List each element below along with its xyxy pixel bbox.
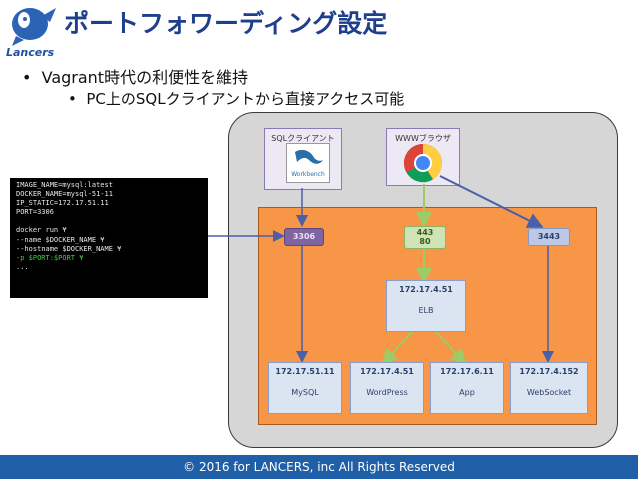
line-elb-to-wordpress: [381, 329, 415, 365]
service-ip: 172.17.4.152: [519, 367, 579, 376]
terminal-line-highlight: -p $PORT:$PORT ¥: [16, 253, 84, 262]
www-browser-label: WWWブラウザ: [395, 134, 451, 143]
service-ip: 172.17.6.11: [440, 367, 494, 376]
sql-client-box: SQLクライアント Workbench: [264, 128, 342, 190]
service-name: MySQL: [291, 388, 319, 397]
service-name: WebSocket: [526, 388, 572, 397]
bullet-level1: • Vagrant時代の利便性を維持: [22, 68, 249, 87]
terminal-line: IMAGE_NAME=mysql:latest: [16, 181, 113, 189]
bullet-level1-text: Vagrant時代の利便性を維持: [41, 68, 249, 87]
service-websocket: 172.17.4.152 WebSocket: [510, 362, 588, 414]
terminal-line: IP_STATIC=172.17.51.11: [16, 199, 109, 208]
line-elb-to-app: [433, 329, 467, 365]
www-browser-box: WWWブラウザ: [386, 128, 460, 186]
mysql-workbench-icon: Workbench: [286, 143, 330, 183]
port-3443: 3443: [528, 228, 570, 246]
terminal-line: DOCKER_NAME=mysql-51-11: [16, 190, 113, 199]
bullet-level2: • PC上のSQLクライアントから直接アクセス可能: [68, 90, 405, 108]
service-app: 172.17.6.11 App: [430, 362, 504, 414]
workbench-text: Workbench: [291, 171, 325, 178]
terminal-ellipsis: ...: [16, 262, 29, 271]
terminal-line: --hostname $DOCKER_NAME ¥: [16, 244, 122, 253]
elb-box: 172.17.4.51 ELB: [386, 280, 466, 332]
lancers-logo: [4, 2, 60, 62]
port-80-label: 80: [419, 237, 431, 246]
terminal-line: docker run ¥: [16, 226, 67, 235]
line-browser-to-3443: [439, 175, 544, 228]
service-mysql: 172.17.51.11 MySQL: [268, 362, 342, 414]
terminal-line: --name $DOCKER_NAME ¥: [16, 235, 105, 244]
terminal-line: PORT=3306: [16, 208, 54, 217]
service-ip: 172.17.51.11: [275, 367, 335, 376]
service-ip: 172.17.4.51: [360, 367, 414, 376]
port-443-80: 443 80: [404, 226, 446, 249]
logo-text: Lancers: [6, 46, 55, 59]
port-443-label: 443: [416, 228, 434, 237]
elb-ip: 172.17.4.51: [399, 285, 453, 294]
sql-client-label: SQLクライアント: [271, 134, 335, 143]
footer-copyright: © 2016 for LANCERS, inc All Rights Reser…: [0, 455, 638, 479]
terminal-line: [16, 217, 202, 226]
elb-name: ELB: [418, 306, 434, 315]
service-name: WordPress: [366, 388, 408, 397]
port-3306: 3306: [284, 228, 324, 246]
bullet-level2-text: PC上のSQLクライアントから直接アクセス可能: [86, 90, 405, 108]
service-wordpress: 172.17.4.51 WordPress: [350, 362, 424, 414]
service-name: App: [459, 388, 475, 397]
terminal-snippet: IMAGE_NAME=mysql:latest DOCKER_NAME=mysq…: [10, 178, 208, 298]
page-title: ポートフォワーディング設定: [64, 9, 388, 38]
chrome-icon: [403, 143, 443, 183]
